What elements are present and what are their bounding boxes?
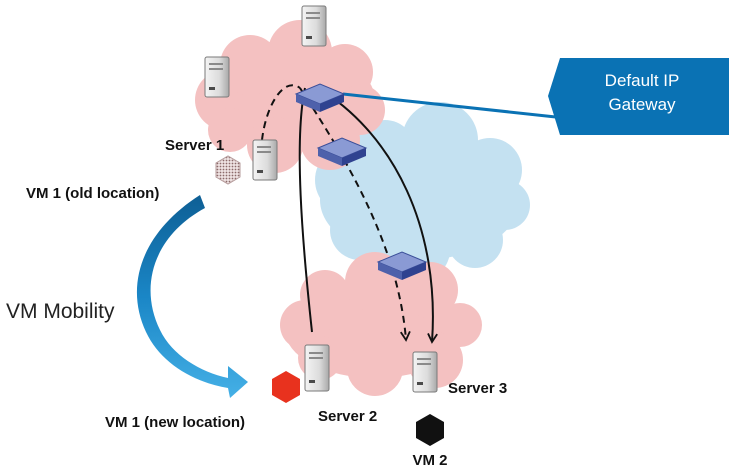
router-switch-icon bbox=[376, 251, 428, 280]
default-gateway-box: Default IP Gateway bbox=[548, 58, 729, 135]
vm2-label: VM 2 bbox=[412, 452, 447, 467]
vm1-new-location-hexagon-icon bbox=[272, 371, 300, 403]
pink-cloud-top bbox=[195, 20, 385, 173]
server-3-icon bbox=[412, 351, 438, 393]
path-gateway-to-server3-dashed bbox=[299, 87, 406, 340]
gateway-label-line1: Default IP bbox=[605, 71, 680, 90]
server-icon bbox=[204, 56, 230, 98]
server-1-icon bbox=[252, 139, 278, 181]
server2-label: Server 2 bbox=[318, 408, 377, 425]
vm-mobility-arrow bbox=[136, 195, 248, 398]
vm-mobility-label: VM Mobility bbox=[6, 300, 115, 323]
path-gateway-to-server3-solid bbox=[317, 87, 433, 342]
server3-label: Server 3 bbox=[448, 380, 507, 397]
router-switch-icon bbox=[294, 83, 346, 112]
server-icon bbox=[301, 5, 327, 47]
gateway-link bbox=[342, 92, 566, 120]
vm2-hexagon-icon bbox=[416, 414, 444, 446]
server-2-icon bbox=[304, 344, 330, 392]
path-server2-to-gateway bbox=[298, 87, 313, 333]
server1-label: Server 1 bbox=[165, 137, 224, 154]
vm1-old-location-hexagon-icon bbox=[215, 155, 241, 185]
gateway-label-line2: Gateway bbox=[608, 95, 676, 114]
vm1-old-location-label: VM 1 (old location) bbox=[26, 185, 159, 202]
router-switch-icon bbox=[316, 137, 368, 166]
blue-cloud bbox=[315, 102, 530, 280]
vm1-new-location-label: VM 1 (new location) bbox=[105, 414, 245, 431]
